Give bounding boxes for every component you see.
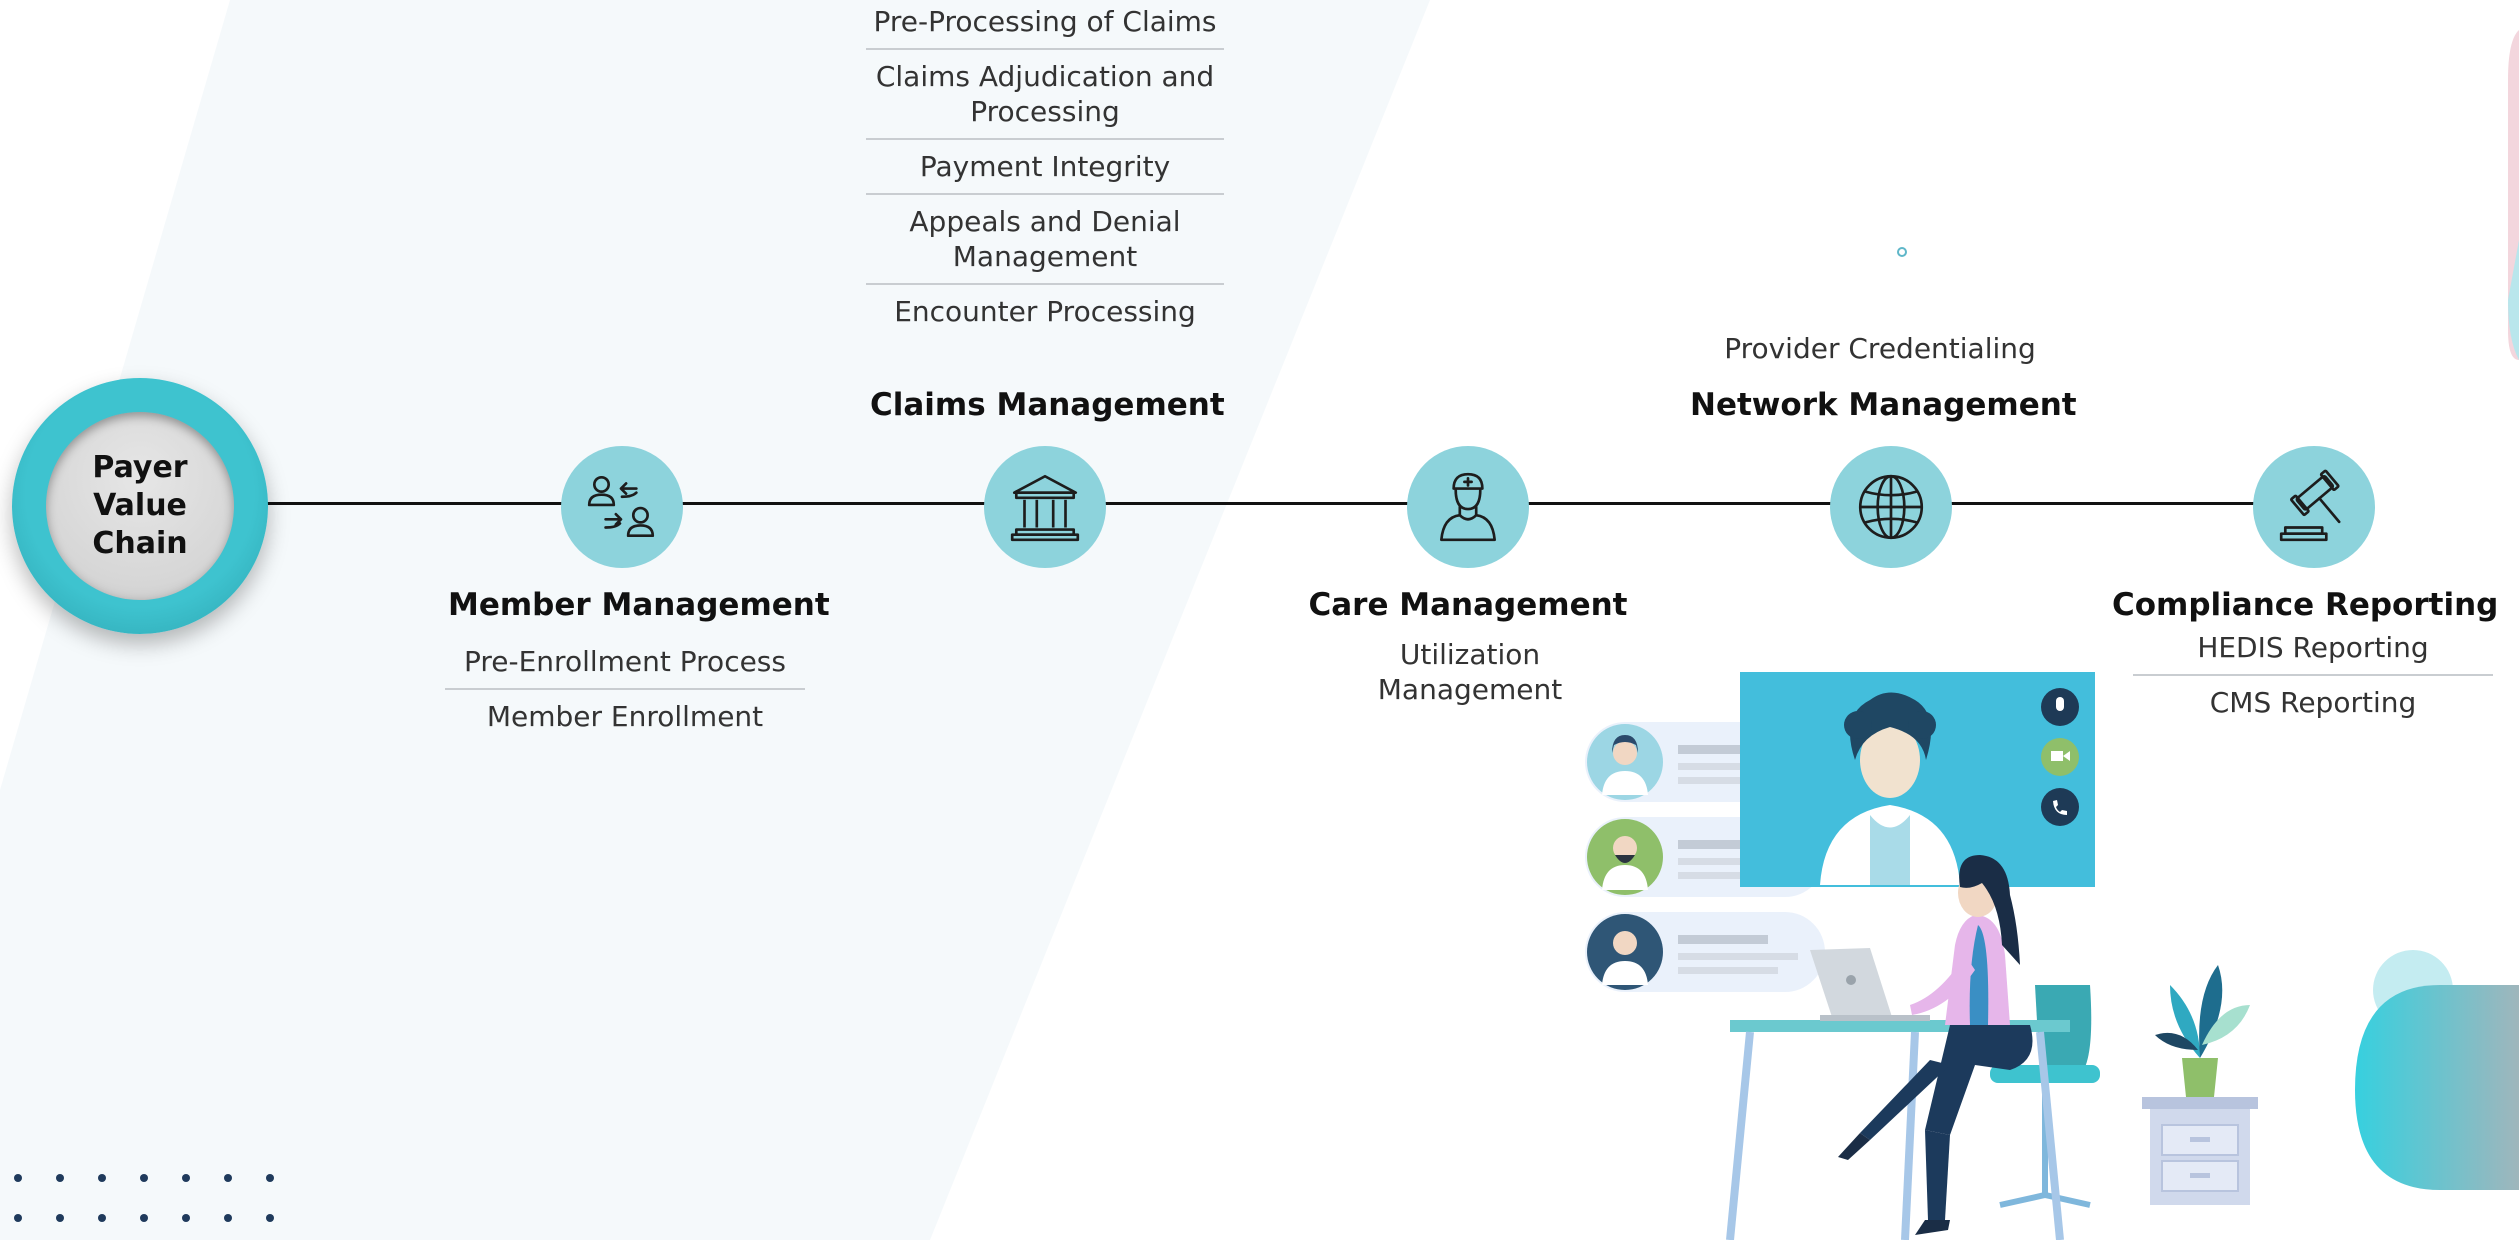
claims-management-node	[984, 446, 1106, 568]
video-call-screen	[1740, 672, 2095, 887]
list-item: CMS Reporting	[2209, 686, 2417, 719]
list-item: Member Enrollment	[486, 700, 764, 733]
woman-at-desk	[1726, 855, 2100, 1240]
hub-label-line: Chain	[92, 526, 188, 561]
chat-card	[1585, 912, 1825, 992]
member-management-list: Pre-Enrollment Process Member Enrollment	[445, 635, 805, 743]
hub-label: Payer Value Chain	[46, 412, 234, 600]
globe-icon	[1858, 474, 1924, 540]
timeline-line	[265, 502, 2265, 505]
network-management-list: Provider Credentialing	[1700, 322, 2060, 375]
hub-label-line: Payer	[92, 450, 188, 485]
list-item: Provider Credentialing	[1724, 332, 2036, 365]
compliance-reporting-heading: Compliance Reporting	[2112, 587, 2499, 623]
list-item: Claims Adjudication and Processing	[866, 50, 1224, 140]
claims-management-list: Pre-Processing of Claims Claims Adjudica…	[866, 0, 1224, 338]
list-item: Utilization Management	[1377, 638, 1563, 706]
member-exchange-icon	[587, 475, 655, 538]
bank-building-icon	[1010, 474, 1080, 542]
list-item: HEDIS Reporting	[2133, 628, 2493, 676]
claims-management-heading: Claims Management	[870, 387, 1225, 423]
list-item: Appeals and Denial Management	[866, 195, 1224, 285]
care-management-node	[1407, 446, 1529, 568]
telehealth-illustration	[1585, 672, 2258, 1240]
compliance-reporting-node	[2253, 446, 2375, 568]
hub-circle: Payer Value Chain	[12, 378, 268, 634]
list-item: Pre-Enrollment Process	[445, 635, 805, 690]
care-management-heading: Care Management	[1308, 587, 1628, 623]
list-item: Encounter Processing	[894, 295, 1196, 328]
compliance-reporting-list: HEDIS Reporting CMS Reporting	[2133, 628, 2493, 729]
list-item: Payment Integrity	[866, 140, 1224, 195]
nurse-icon	[1440, 472, 1496, 542]
plant-on-drawers	[2142, 965, 2258, 1205]
list-item: Pre-Processing of Claims	[866, 0, 1224, 50]
member-management-heading: Member Management	[448, 587, 830, 623]
network-management-node	[1830, 446, 1952, 568]
care-management-list: Utilization Management	[1360, 635, 1580, 716]
member-management-node	[561, 446, 683, 568]
gavel-icon	[2279, 469, 2341, 542]
hub-label-line: Value	[93, 488, 187, 523]
network-management-heading: Network Management	[1690, 387, 2077, 423]
